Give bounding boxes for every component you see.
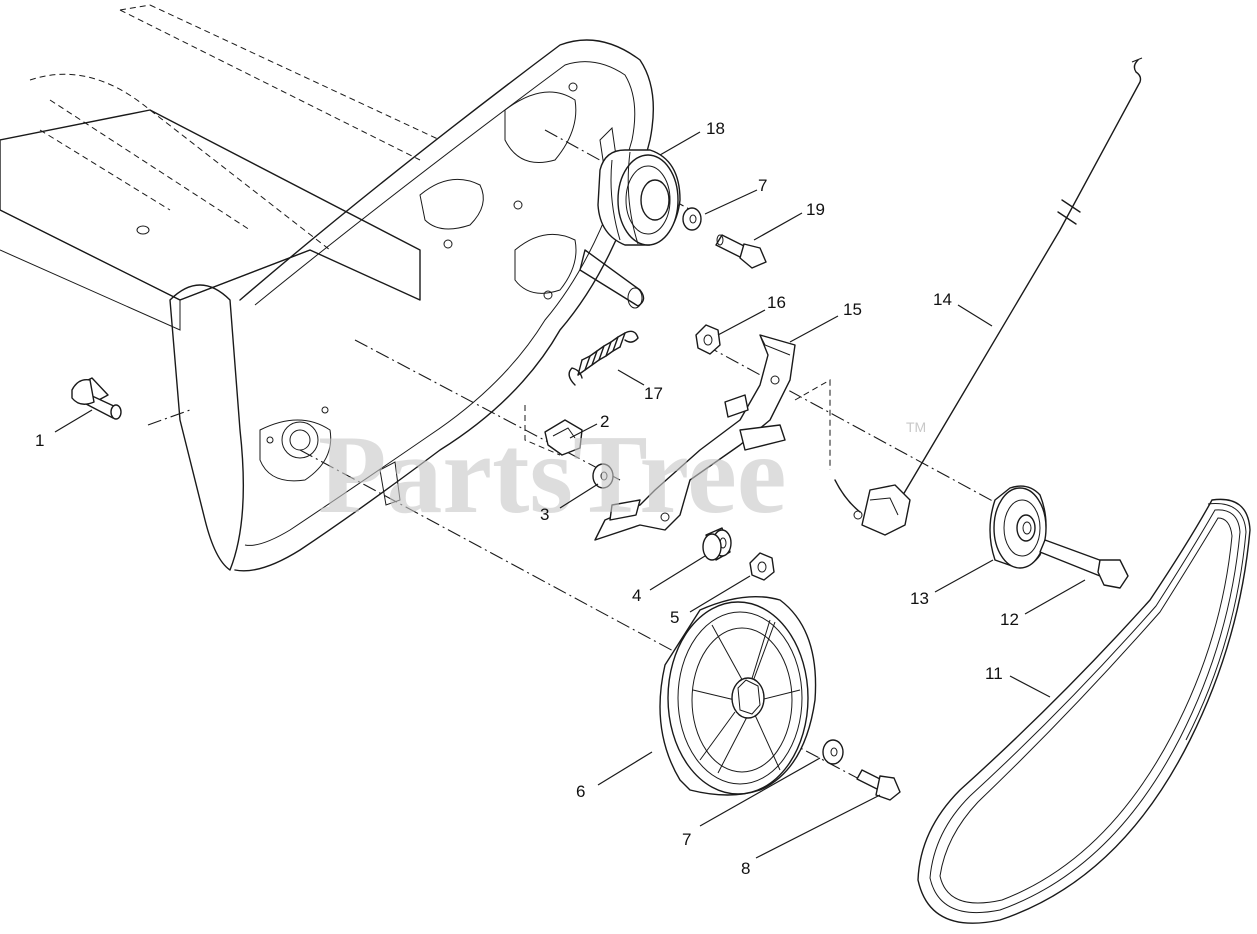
part-5-nut bbox=[749, 552, 775, 581]
part-18-drive-pulley bbox=[597, 149, 681, 246]
part-14-drive-cable bbox=[834, 57, 1143, 536]
part-8-bolt bbox=[856, 769, 901, 801]
callout-17: 17 bbox=[644, 384, 663, 403]
callout-5: 5 bbox=[670, 608, 679, 627]
callout-2: 2 bbox=[600, 412, 609, 431]
callout-11: 11 bbox=[985, 664, 1003, 683]
callout-7-lower: 7 bbox=[682, 830, 691, 849]
callout-8: 8 bbox=[741, 859, 750, 878]
part-7-washer-upper bbox=[682, 207, 702, 231]
callout-12: 12 bbox=[1000, 610, 1019, 629]
part-15-idler-arm bbox=[594, 334, 796, 541]
part-13-idler-pulley bbox=[989, 485, 1047, 569]
callout-4: 4 bbox=[632, 586, 641, 605]
callout-7-upper: 7 bbox=[758, 176, 767, 195]
part-6-drive-pulley bbox=[659, 596, 817, 796]
callout-16: 16 bbox=[767, 293, 786, 312]
callout-14: 14 bbox=[933, 290, 952, 309]
watermark-trademark: TM bbox=[906, 419, 926, 435]
callout-3: 3 bbox=[540, 505, 549, 524]
part-19-bolt bbox=[715, 234, 767, 269]
part-12-bolt bbox=[1039, 539, 1129, 589]
part-1-flange-bolt bbox=[71, 377, 122, 420]
callout-labels: 1 2 3 4 5 6 7 7 8 11 12 13 14 15 16 17 1… bbox=[35, 119, 1019, 878]
callout-19: 19 bbox=[806, 200, 825, 219]
leader-lines bbox=[54, 131, 1086, 859]
callout-1: 1 bbox=[35, 431, 44, 450]
part-2-bracket-clip bbox=[544, 419, 583, 456]
part-7-washer-lower bbox=[822, 739, 844, 765]
callout-6: 6 bbox=[576, 782, 585, 801]
part-16-nut bbox=[695, 324, 721, 355]
watermark-text: PartsTree bbox=[318, 413, 787, 537]
part-11-drive-belt bbox=[917, 498, 1251, 924]
part-17-extension-spring bbox=[568, 330, 639, 386]
part-4-spacer bbox=[702, 527, 732, 561]
callout-13: 13 bbox=[910, 589, 929, 608]
callout-15: 15 bbox=[843, 300, 862, 319]
watermark: PartsTree TM bbox=[318, 413, 926, 537]
part-3-washer bbox=[592, 463, 614, 489]
callout-18: 18 bbox=[706, 119, 725, 138]
